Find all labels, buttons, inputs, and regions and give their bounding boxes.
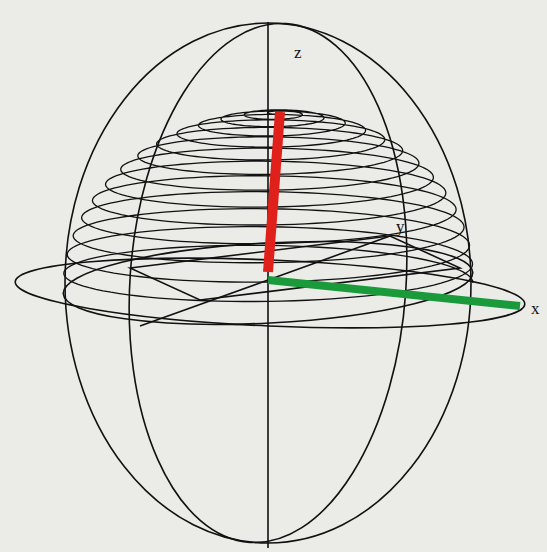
sphere-outline [14,14,526,552]
y-axis [140,280,268,326]
axis-label: y [396,218,405,235]
magnetization-vector [268,112,280,272]
axis-label: x [531,300,540,317]
precession-spiral [64,110,473,302]
x-vector [268,280,520,306]
z-axis [267,22,269,548]
axis-label: z [294,44,302,61]
